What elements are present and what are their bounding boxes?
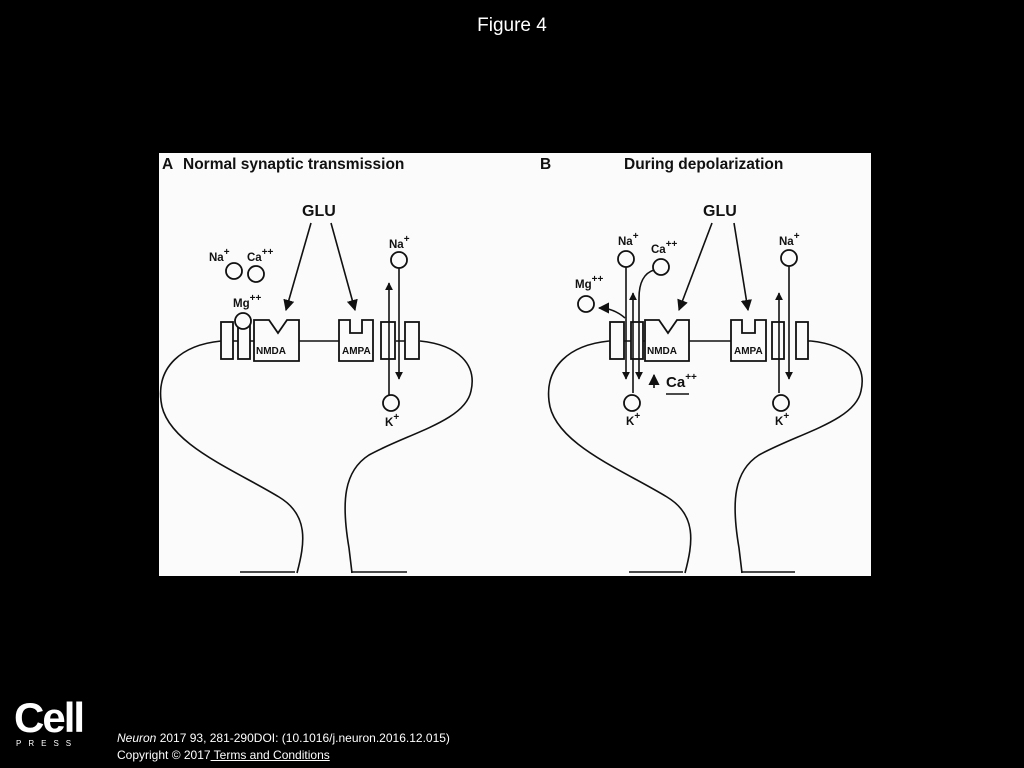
ampa-receptor-a	[338, 319, 374, 362]
ampa-label-a: AMPA	[342, 346, 371, 357]
cell-logo-word: Cell	[14, 694, 85, 741]
glu-label-b: GLU	[703, 203, 737, 220]
ampa-receptor-b	[730, 319, 767, 362]
ca-influx-label-b: Ca++	[666, 372, 697, 391]
citation-details: 2017 93, 281-290DOI: (10.1016/j.neuron.2…	[156, 731, 450, 745]
cell-press-logo: Cell PRESS	[14, 694, 86, 749]
glu-label-a: GLU	[302, 203, 336, 220]
glu-arrow-nmda-a	[283, 222, 312, 312]
na-k-channel-left-wall-a	[380, 321, 396, 360]
panel-a: A Normal synaptic transmission NMDA AMPA…	[159, 156, 473, 574]
na-ion-circle-a	[225, 262, 243, 280]
na-right-circle-b	[780, 249, 798, 267]
k-right-label-b: K+	[775, 411, 789, 428]
ca-ion-circle-b	[652, 258, 670, 276]
figure-title: Figure 4	[477, 15, 547, 36]
k-ion-circle-a	[382, 394, 400, 412]
nmda-receptor-a	[253, 319, 300, 362]
na-left-label-b: Na+	[618, 231, 639, 248]
na-channel-label-a: Na+	[389, 234, 410, 251]
mg-ion-label-a: Mg++	[233, 293, 261, 310]
spine-membrane-a	[159, 340, 473, 574]
citation: Neuron 2017 93, 281-290DOI: (10.1016/j.n…	[117, 731, 450, 745]
nmda-channel-left-wall-b	[609, 321, 625, 360]
panel-b: B During depolarization NMDA AMPA GLU Mg…	[540, 156, 863, 574]
ampa-label-b: AMPA	[734, 346, 763, 357]
na-k-channel-right-wall-b	[795, 321, 809, 360]
na-channel-circle-a	[390, 251, 408, 269]
nmda-label-b: NMDA	[647, 346, 677, 357]
ca-ion-circle-a	[247, 265, 265, 283]
mg-ion-circle-b	[577, 295, 595, 313]
panel-b-heading: During depolarization	[624, 156, 783, 173]
nmda-label-a: NMDA	[256, 346, 286, 357]
glu-arrow-nmda-b	[677, 222, 713, 312]
panel-a-letter: A	[162, 156, 173, 173]
glu-arrow-ampa-b	[733, 222, 752, 312]
na-ion-label-a: Na+	[209, 247, 230, 264]
nmda-receptor-b	[644, 319, 690, 362]
k-right-circle-b	[772, 394, 790, 412]
k-left-label-b: K+	[626, 411, 640, 428]
copyright-text: Copyright © 2017	[117, 748, 211, 762]
nmda-channel-left-wall-a	[220, 321, 234, 360]
mg-expulsion-arrow-b	[597, 302, 626, 319]
ca-entry-arrow-b	[635, 269, 655, 380]
na-k-channel-left-wall-b	[771, 321, 785, 360]
press-logo-word: PRESS	[16, 739, 79, 748]
k-left-circle-b	[623, 394, 641, 412]
copyright-line: Copyright © 2017 Terms and Conditions	[117, 748, 330, 762]
spine-membrane-b	[547, 340, 863, 574]
journal-name: Neuron	[117, 731, 157, 745]
na-k-channel-right-wall-a	[404, 321, 420, 360]
figure-image: A Normal synaptic transmission NMDA AMPA…	[159, 153, 871, 576]
synapse-diagram: A Normal synaptic transmission NMDA AMPA…	[159, 156, 863, 574]
panel-a-heading: Normal synaptic transmission	[183, 156, 404, 173]
panel-b-letter: B	[540, 156, 551, 173]
ca-ion-label-a: Ca++	[247, 247, 274, 264]
nmda-channel-right-wall-b	[630, 321, 644, 360]
na-right-label-b: Na+	[779, 231, 800, 248]
k-ion-label-a: K+	[385, 412, 399, 429]
na-left-circle-b	[617, 250, 635, 268]
mg-ion-label-b: Mg++	[575, 274, 603, 291]
ca-ion-label-b: Ca++	[651, 239, 678, 256]
terms-and-conditions-link[interactable]: Terms and Conditions	[210, 748, 330, 762]
glu-arrow-ampa-a	[330, 222, 358, 312]
mg-ion-circle-a	[234, 312, 252, 330]
